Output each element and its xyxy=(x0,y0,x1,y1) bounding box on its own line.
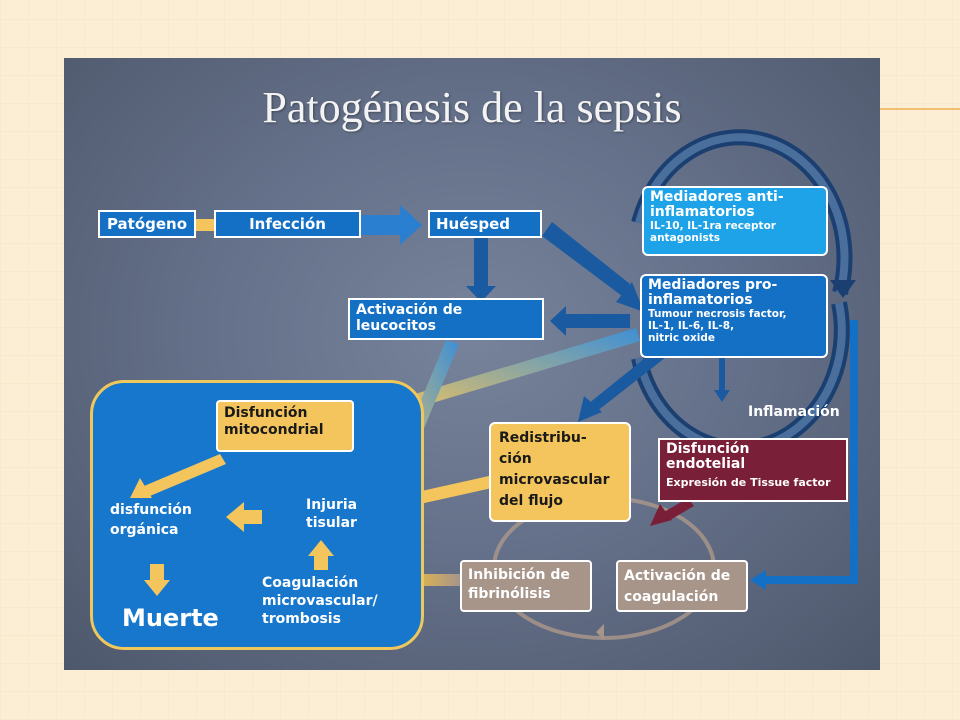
node-pro-inflamatorios: Mediadores pro- inflamatorios Tumour nec… xyxy=(640,274,828,358)
node-activacion-leucocitos: Activación de leucocitos xyxy=(348,298,544,340)
node-disfuncion-mitocondrial: Disfunción mitocondrial xyxy=(216,400,354,452)
expresion-tissue-factor: Expresión de Tissue factor xyxy=(666,476,831,489)
text-disfuncion-organica: disfunción orgánica xyxy=(110,502,192,538)
pro-inflamatorios-title: Mediadores pro- inflamatorios xyxy=(648,277,778,308)
disfuncion-endotelial-title: Disfunción endotelial xyxy=(666,441,750,472)
text-muerte: Muerte xyxy=(122,604,219,632)
node-huesped: Huésped xyxy=(428,210,542,238)
anti-inflamatorios-title: Mediadores anti- inflamatorios xyxy=(650,189,784,220)
huesped-mediators-arrow xyxy=(542,222,644,312)
node-patogeno: Patógeno xyxy=(98,210,196,238)
loop-coagulacion-arrow xyxy=(750,320,858,590)
mediators-leucocitos-arrow xyxy=(550,306,630,336)
mediators-redistribucion-arrow xyxy=(578,346,670,422)
text-coagulacion-microvascular: Coagulación microvascular/ trombosis xyxy=(262,575,378,627)
node-anti-inflamatorios: Mediadores anti- inflamatorios IL-10, IL… xyxy=(642,186,828,256)
huesped-leucocitos-arrow xyxy=(466,238,496,302)
node-infeccion: Infección xyxy=(214,210,361,238)
mediator-cycle-ring xyxy=(631,129,856,457)
node-redistribucion: Redistribu- ción microvascular del flujo xyxy=(489,422,631,522)
anti-inflamatorios-detail: IL-10, IL-1ra receptor antagonists xyxy=(650,220,776,244)
text-injuria-tisular: Injuria tisular xyxy=(306,497,358,531)
node-activacion-coagulacion: Activación de coagulación xyxy=(616,560,748,612)
pro-inflamatorios-detail: Tumour necrosis factor, IL-1, IL-6, IL-8… xyxy=(648,308,787,344)
mediators-inflamacion-arrow xyxy=(714,358,730,402)
slide: Patogénesis de la sepsis Patógeno Infecc… xyxy=(64,58,880,670)
node-disfuncion-endotelial: Disfunción endotelial Expresión de Tissu… xyxy=(658,438,848,502)
endotelial-coagulation-arrow xyxy=(650,498,694,526)
label-inflamacion: Inflamación xyxy=(748,404,840,420)
patogeno-infeccion-connector xyxy=(194,219,216,231)
infeccion-huesped-arrow xyxy=(361,205,422,245)
node-inhibicion-fibrinolisis: Inhibición de fibrinólisis xyxy=(460,560,592,612)
decorative-line xyxy=(880,108,960,110)
page-title: Patogénesis de la sepsis xyxy=(262,83,682,132)
coagulation-cycle-arrowhead xyxy=(596,624,604,640)
